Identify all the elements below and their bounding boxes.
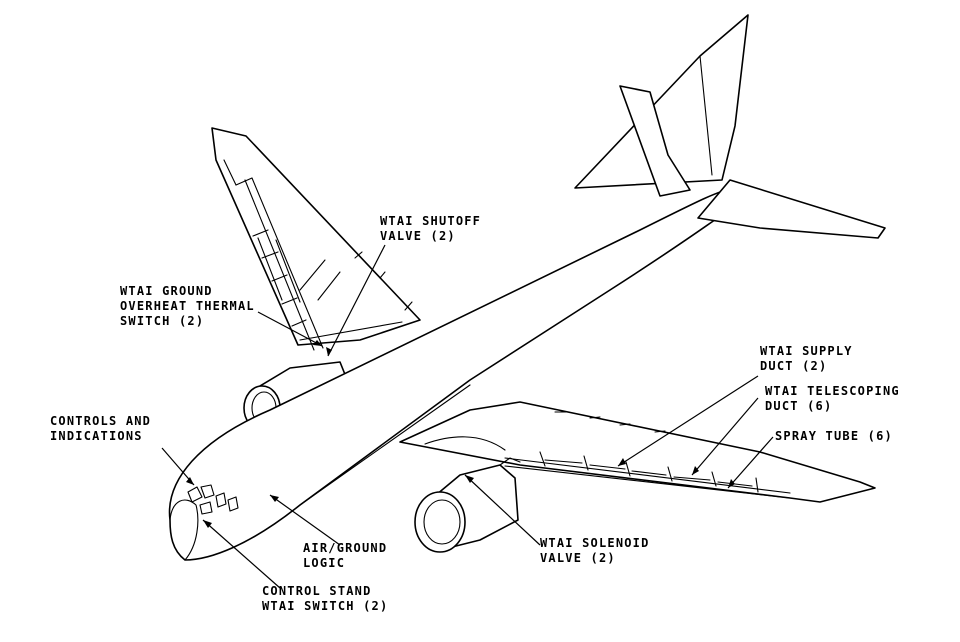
fuselage [168,187,736,561]
label-controls-indications: CONTROLS AND INDICATIONS [50,414,160,443]
leading-edge-slats [504,451,791,499]
label-spray-tube: SPRAY TUBE (6) [775,429,893,443]
label-solenoid-valve: WTAI SOLENOID VALVE (2) [540,536,658,565]
nose-radome [169,499,199,561]
label-supply-duct: WTAI SUPPLY DUCT (2) [760,344,861,373]
right-wing [399,401,876,503]
cockpit-windows [187,484,239,515]
leader-lines [161,244,774,589]
right-horizontal-stabilizer [697,179,886,239]
label-shutoff-valve: WTAI SHUTOFF VALVE (2) [380,214,490,243]
label-control-stand-switch: CONTROL STAND WTAI SWITCH (2) [262,584,388,613]
label-ground-overheat-switch: WTAI GROUND OVERHEAT THERMAL SWITCH (2) [120,284,263,328]
vertical-stabilizer [574,14,749,189]
label-telescoping-duct: WTAI TELESCOPING DUCT (6) [765,384,908,413]
left-horizontal-stabilizer [619,85,691,197]
label-air-ground-logic: AIR/GROUND LOGIC [303,541,396,570]
left-wing [211,127,421,346]
